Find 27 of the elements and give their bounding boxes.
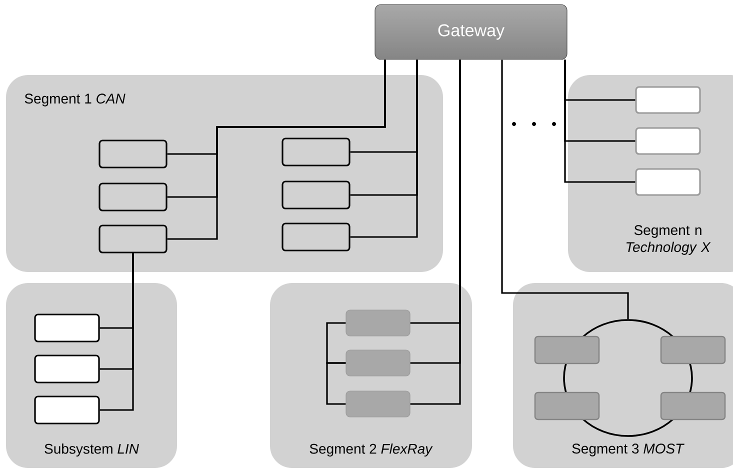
control-unit-box (34, 314, 100, 342)
control-unit-box (660, 392, 726, 420)
control-unit-box (34, 396, 100, 424)
bus-line (501, 60, 629, 320)
bus-line (167, 60, 386, 240)
control-unit-box (98, 182, 168, 212)
bus-line (326, 362, 346, 405)
control-unit-box (534, 392, 600, 420)
control-unit-box (346, 390, 410, 418)
control-unit-box (346, 350, 410, 376)
control-unit-box (660, 336, 726, 364)
control-unit-box (635, 86, 701, 114)
bus-line (350, 60, 418, 238)
control-unit-box (282, 180, 350, 210)
control-unit-box (282, 138, 350, 166)
bus-line (100, 253, 134, 411)
control-unit-box (282, 222, 350, 252)
control-unit-box (346, 310, 410, 336)
control-unit-box (635, 168, 701, 196)
control-unit-box (635, 127, 701, 155)
bus-line (564, 60, 636, 183)
gateway-box: Gateway (374, 4, 568, 60)
control-unit-box (98, 224, 168, 254)
control-unit-box (534, 336, 600, 364)
control-unit-box (98, 140, 168, 168)
control-unit-box (34, 354, 100, 384)
bus-line (326, 322, 346, 364)
